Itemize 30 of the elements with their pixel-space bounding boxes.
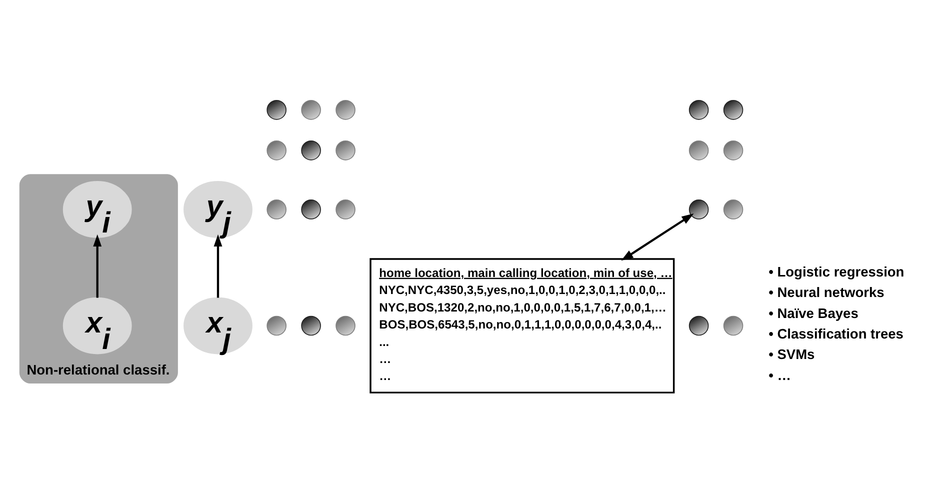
node-circle <box>336 140 356 160</box>
label: • SVMs <box>768 347 815 362</box>
node-circle <box>266 316 286 336</box>
node-circle <box>688 200 709 220</box>
node-circle <box>266 200 286 220</box>
label: • … <box>768 368 792 383</box>
node-circle <box>723 200 744 220</box>
node-circle <box>301 140 321 160</box>
node-circle <box>336 100 356 120</box>
node-circle <box>723 100 744 120</box>
arrow <box>621 214 694 261</box>
node-circle <box>301 316 321 336</box>
node-circle <box>688 316 709 336</box>
node-circle <box>723 140 744 160</box>
node-circle <box>336 316 356 336</box>
label: • Neural networks <box>768 285 884 300</box>
node-circle <box>336 200 356 220</box>
node-circle <box>723 316 744 336</box>
node-circle <box>266 100 286 120</box>
arrow <box>214 234 222 298</box>
arrow <box>93 234 102 298</box>
node-circle <box>688 100 709 120</box>
label: • Logistic regression <box>768 264 904 280</box>
label: • Naïve Bayes <box>768 306 858 321</box>
node-circle <box>301 200 321 220</box>
node-circle <box>301 100 321 120</box>
node-circle <box>266 140 286 160</box>
label: • Classification trees <box>768 326 904 342</box>
node-box: home location, main calling location, min of use, … NYC,NYC,4350,3,5,yes,no,1,0,0,1,0,2,3,0,1,1,0,0,0,.. NYC,BOS,1320,2,no,no,1,0,0,0,0,1,5,1,7,6,7,0,0,1,… BOS,BOS,6543,5,no,no,0,1,1,1,0,0,0,0,0,0,4,3,0,4,.. ... … … <box>370 258 675 394</box>
node-circle <box>688 140 709 160</box>
